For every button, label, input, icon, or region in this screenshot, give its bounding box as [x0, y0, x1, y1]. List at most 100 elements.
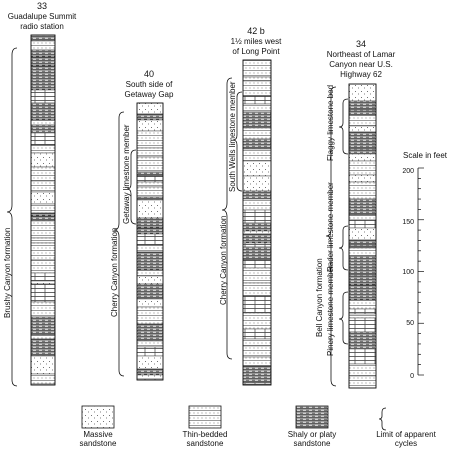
column-bed: [30, 237, 56, 244]
section-40-title-line-2: Getaway Gap: [125, 90, 174, 99]
column-bed: [30, 220, 56, 239]
column-bed: [30, 259, 56, 274]
section-42b-unit-cherry-canyon: Cherry Canyon formation: [219, 216, 228, 305]
column-bed: [348, 153, 377, 162]
legend: Massive sandstone Thin-bedded sandstone …: [80, 405, 437, 448]
section-40: 40 South side of Getaway Gap Cherry Cany…: [110, 69, 174, 381]
column-bed: [30, 373, 56, 385]
column-bed: [136, 251, 164, 271]
legend-swatch-shaly: [295, 405, 329, 429]
column-bed: [348, 227, 377, 241]
column-bed: [30, 203, 56, 214]
column-bed: [348, 308, 377, 315]
section-33-title-line-2: radio station: [20, 22, 64, 31]
section-40-unit-cherry-canyon: Cherry Canyon formation: [110, 228, 119, 317]
column-bed: [348, 274, 377, 286]
column-bed: [30, 283, 56, 303]
column-bed: [348, 375, 377, 389]
legend-label-shaly-1: Shaly or platy: [288, 430, 336, 439]
legend-brace-icon: [378, 407, 387, 431]
column-bed: [30, 56, 56, 67]
section-42b-brace-cherry: [221, 77, 233, 360]
column-bed: [348, 267, 377, 276]
column-bed: [348, 219, 377, 229]
legend-item-thin-bedded: Thin-bedded sandstone: [183, 405, 228, 448]
legend-swatch-thin-bedded: [188, 405, 222, 429]
column-bed: [136, 186, 164, 198]
section-42b-number: 42 b: [247, 26, 265, 36]
column-bed: [348, 313, 377, 319]
column-bed: [30, 215, 56, 222]
column-bed: [348, 160, 377, 176]
column-bed: [30, 166, 56, 182]
column-bed: [136, 217, 164, 229]
section-42b-column: [242, 59, 272, 386]
column-bed: [30, 301, 56, 318]
column-bed: [136, 119, 164, 132]
column-bed: [348, 284, 377, 301]
column-bed: [136, 175, 164, 183]
column-bed: [242, 267, 272, 284]
column-bed: [242, 111, 272, 129]
column-bed: [242, 160, 272, 177]
section-34-number: 34: [356, 39, 366, 49]
column-bed: [136, 283, 164, 300]
column-bed: [242, 345, 272, 358]
column-bed: [30, 49, 56, 58]
section-42b-title-line-1: 1½ miles west: [231, 37, 282, 46]
column-bed: [30, 65, 56, 77]
column-bed: [242, 138, 272, 150]
section-34-title-line-2: Canyon near U.S.: [329, 60, 393, 69]
section-34-brace-flaggy: [338, 98, 349, 155]
column-bed: [136, 346, 164, 357]
column-bed: [30, 180, 56, 193]
legend-label-limit-2: cycles: [395, 439, 417, 448]
column-bed: [242, 338, 272, 347]
section-33-number: 33: [37, 1, 47, 11]
column-bed: [30, 242, 56, 261]
section-42b-unit-south-wells: South Wells limestone member: [228, 81, 237, 192]
column-bed: [30, 144, 56, 154]
column-bed: [348, 181, 377, 200]
column-bed: [30, 105, 56, 121]
column-bed: [136, 269, 164, 277]
section-40-title-line-1: South side of: [126, 80, 173, 89]
section-34-unit-flaggy: Flaggy limestone bed: [326, 85, 335, 161]
scale-tick-200: 200: [402, 168, 414, 175]
legend-label-thin-2: sandstone: [187, 439, 224, 448]
column-bed: [242, 127, 272, 140]
legend-item-shaly: Shaly or platy sandstone: [288, 405, 336, 448]
column-bed: [348, 100, 377, 111]
legend-label-shaly-2: sandstone: [294, 439, 331, 448]
section-40-column: [136, 102, 164, 381]
section-40-brace-getaway: [126, 149, 137, 225]
column-bed: [348, 198, 377, 216]
column-bed: [242, 246, 272, 261]
column-bed: [348, 239, 377, 246]
column-outline: [348, 83, 377, 389]
section-40-number: 40: [144, 69, 154, 79]
section-42b: 42 b 1½ miles west of Long Point Cherry …: [219, 26, 282, 386]
column-bed: [348, 247, 377, 257]
column-bed: [30, 119, 56, 126]
legend-label-massive-2: sandstone: [80, 439, 117, 448]
column-bed: [136, 244, 164, 253]
column-bed: [242, 230, 272, 235]
column-bed: [136, 199, 164, 219]
section-34-title-line-1: Northeast of Lamar: [327, 50, 396, 59]
scale-tick-150: 150: [402, 219, 414, 226]
column-bed: [348, 131, 377, 150]
column-bed: [136, 355, 164, 370]
legend-label-thin-1: Thin-bedded: [183, 430, 228, 439]
legend-swatch-massive: [81, 405, 115, 429]
column-bed: [242, 242, 272, 248]
column-bed: [242, 356, 272, 367]
section-40-brace-cherry: [113, 111, 125, 377]
column-outline: [30, 34, 56, 386]
column-bed: [30, 40, 56, 51]
section-40-unit-getaway: Getaway limestone member: [122, 124, 131, 224]
column-bed: [242, 209, 272, 224]
section-34-brace-rader: [338, 225, 349, 271]
column-bed: [30, 75, 56, 91]
column-bed: [242, 312, 272, 330]
